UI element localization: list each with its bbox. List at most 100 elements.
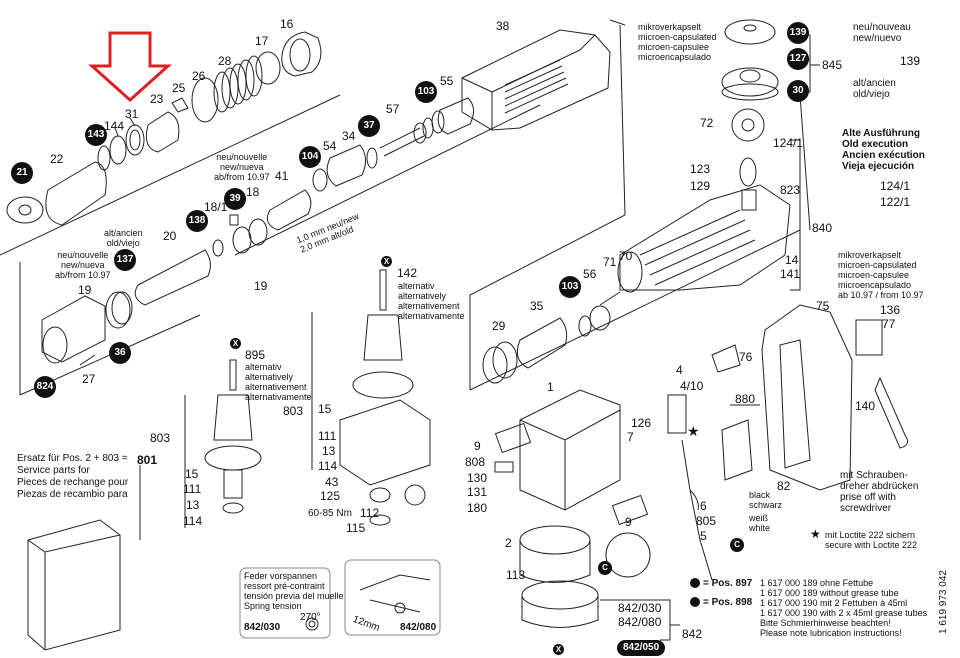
section-line bbox=[0, 94, 341, 256]
note-line: old/viejo bbox=[853, 89, 890, 100]
note-line: black bbox=[749, 490, 771, 500]
label-122-1: 122/1 bbox=[880, 195, 911, 209]
part-18-ring bbox=[248, 218, 268, 246]
label-115: 115 bbox=[346, 521, 366, 535]
note-line: microen-capsulee bbox=[638, 42, 710, 52]
label-70: 70 bbox=[619, 249, 633, 263]
label-142: 142 bbox=[397, 266, 418, 280]
badge-103-mid: 103 bbox=[559, 276, 581, 298]
note-line: prise off with bbox=[840, 492, 896, 503]
note-line: microen-capsulated bbox=[838, 260, 917, 270]
note-line: alternatively bbox=[398, 291, 447, 301]
legend-pos-898: = Pos. 898 bbox=[703, 597, 753, 608]
label-20: 20 bbox=[163, 229, 177, 243]
label-141: 141 bbox=[780, 267, 801, 281]
badge-103-top: 103 bbox=[415, 81, 437, 103]
label-19a: 19 bbox=[78, 283, 92, 297]
note-microencap-136: mikroverkapselt microen-capsulated micro… bbox=[838, 250, 924, 300]
label-114-right: 114 bbox=[318, 459, 338, 473]
note-line: screwdriver bbox=[840, 503, 892, 514]
part-26-cage bbox=[191, 77, 219, 123]
note-line: mikroverkapselt bbox=[838, 250, 902, 260]
legend-line: 1 617 000 189 ohne Fettube bbox=[760, 578, 874, 588]
note-new-1097-upper: neu/nouvelle new/nueva ab/from 10.97 bbox=[214, 152, 270, 182]
label-57: 57 bbox=[386, 102, 400, 116]
legend-line: Bitte Schmierhinweise beachten! bbox=[760, 618, 891, 628]
badge-104: 104 bbox=[299, 146, 321, 168]
label-111-left: 111 bbox=[183, 482, 202, 496]
part-25-key bbox=[171, 97, 189, 113]
note-line: Vieja ejecución bbox=[842, 161, 915, 172]
label-15-left: 15 bbox=[185, 467, 199, 481]
spring-tension-box bbox=[239, 567, 331, 639]
highlight-arrow bbox=[88, 31, 172, 103]
note-screwdriver: mit Schrauben- dreher abdrücken prise of… bbox=[840, 470, 918, 514]
note-line: ab/from 10.97 bbox=[55, 270, 111, 280]
badge-x-brush: X bbox=[553, 644, 564, 655]
label-38: 38 bbox=[496, 19, 510, 33]
section-line bbox=[799, 94, 811, 231]
label-805: 805 bbox=[696, 514, 717, 528]
part-137-oring bbox=[105, 291, 131, 329]
note-line: new/nuevo bbox=[853, 33, 902, 44]
part-20-tube bbox=[134, 249, 211, 306]
label-840: 840 bbox=[812, 221, 833, 235]
legend-dot-898 bbox=[690, 597, 700, 607]
badge-139: 139 bbox=[787, 22, 809, 44]
badge-39: 39 bbox=[224, 188, 246, 210]
note-line: microencapsulado bbox=[638, 52, 712, 62]
label-27: 27 bbox=[82, 372, 96, 386]
note-line: alternativement bbox=[398, 301, 460, 311]
note-line: Pieces de rechange pour bbox=[17, 477, 129, 488]
note-wire-white: weiß white bbox=[749, 513, 770, 533]
part-16-cap bbox=[281, 31, 322, 77]
label-808: 808 bbox=[465, 455, 486, 469]
note-alternativ-895: alternativ alternatively alternativement… bbox=[245, 362, 312, 402]
note-line: ressort pré-contraint bbox=[244, 581, 325, 591]
label-803-left: 803 bbox=[150, 431, 171, 445]
part-1-motor-housing bbox=[494, 389, 649, 526]
loctite-star-icon: ★ bbox=[687, 423, 700, 439]
label-35: 35 bbox=[530, 299, 544, 313]
label-9a: 9 bbox=[474, 439, 481, 453]
badge-36: 36 bbox=[109, 342, 131, 364]
part-38-housing bbox=[461, 29, 611, 131]
label-41: 41 bbox=[275, 169, 289, 183]
note-alternativ-142: alternativ alternatively alternativement… bbox=[398, 281, 465, 321]
note-line: alt/ancien bbox=[853, 78, 896, 89]
note-line: alternativamente bbox=[398, 311, 465, 321]
label-125: 125 bbox=[320, 489, 341, 503]
note-line: ab/from 10.97 bbox=[214, 172, 270, 182]
label-77: 77 bbox=[882, 317, 896, 331]
label-880: 880 bbox=[735, 392, 756, 406]
label-4: 4 bbox=[676, 363, 683, 377]
label-124-1: 124/1 bbox=[773, 136, 804, 150]
label-114-left: 114 bbox=[183, 514, 203, 528]
note-wire-black: black schwarz bbox=[749, 490, 782, 510]
part-70-connecting-rod bbox=[599, 291, 621, 306]
note-line: alt/ancien bbox=[104, 228, 143, 238]
badge-138: 138 bbox=[186, 210, 208, 232]
label-29: 29 bbox=[492, 319, 506, 333]
note-line: new/nueva bbox=[220, 162, 264, 172]
leader-line bbox=[129, 117, 136, 127]
label-112: 112 bbox=[360, 506, 380, 520]
part-57-rod bbox=[379, 127, 425, 157]
note-line: neu/nouvelle bbox=[57, 250, 109, 260]
leader-line bbox=[115, 129, 119, 137]
badge-824: 824 bbox=[34, 376, 56, 398]
label-823: 823 bbox=[780, 183, 801, 197]
note-line: mit Loctite 222 sichern bbox=[825, 530, 916, 540]
legend-line: Please note lubrication instructions! bbox=[760, 628, 902, 638]
note-270-degrees: 270° bbox=[300, 612, 321, 623]
section-line bbox=[469, 229, 801, 391]
part-31-ring bbox=[125, 124, 145, 156]
label-136: 136 bbox=[880, 303, 901, 317]
armature-left bbox=[184, 359, 262, 528]
note-line: weiß bbox=[749, 513, 769, 523]
label-18-1: 18/1 bbox=[204, 200, 228, 214]
label-2: 2 bbox=[505, 536, 512, 550]
badge-127: 127 bbox=[787, 48, 809, 70]
label-9b: 9 bbox=[625, 515, 632, 529]
label-842-030: 842/030 bbox=[618, 601, 662, 615]
